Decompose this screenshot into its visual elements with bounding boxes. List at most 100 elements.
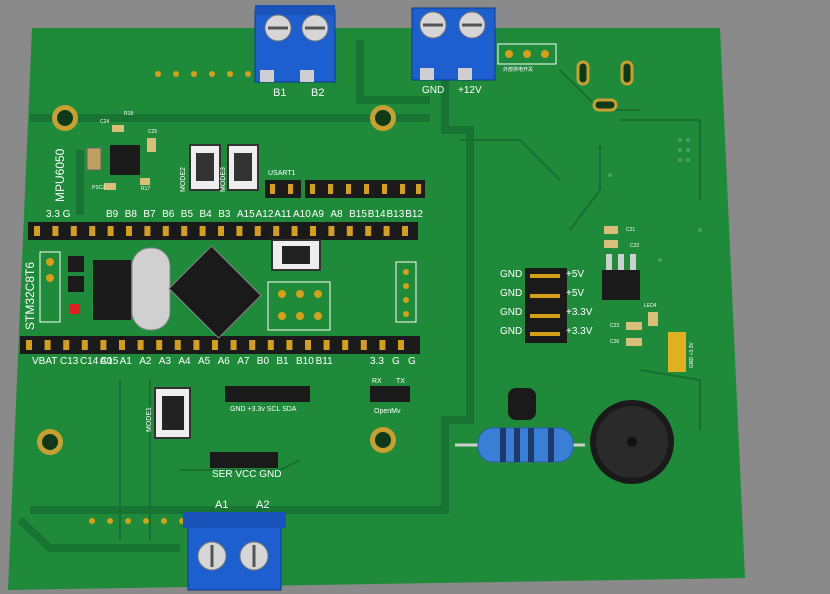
bottom-pin-label: A3: [158, 356, 172, 367]
bottom-pin-label: C13: [60, 356, 79, 367]
top-pin-label: B5: [180, 209, 194, 220]
power-gnd-label: GND: [500, 307, 523, 318]
ext-power-label: 外部供电开关: [503, 67, 534, 73]
bottom-pin-label: A5: [198, 356, 211, 367]
header-pin: [212, 340, 218, 350]
mode2-label: MODE2: [180, 167, 187, 192]
mode1-label: MODE1: [146, 407, 153, 432]
bottom-pin-label: A0: [100, 356, 113, 367]
header-pin: [52, 226, 59, 236]
top-pin-label: A12: [255, 209, 274, 220]
header-pin: [89, 226, 96, 236]
header-pin: [360, 340, 367, 350]
header-pin: [199, 226, 206, 236]
top-pin-label: A15: [236, 209, 255, 220]
header-pin: [286, 340, 293, 350]
bottom-pin-label: G: [392, 356, 400, 367]
bottom-pin-label: VBAT: [32, 356, 58, 367]
terminal-label-12v: +12V: [458, 85, 482, 96]
led4-label: LED4: [644, 303, 657, 309]
vias: [608, 138, 702, 262]
power-voltage-label: +5V: [566, 269, 585, 280]
cap-c22: C22: [630, 243, 640, 249]
header-pin: [398, 340, 404, 350]
terminal-label-gnd: GND: [422, 85, 445, 96]
mode3-label: MODE3: [220, 167, 227, 192]
header-pin: [34, 226, 40, 236]
power-voltage-label: +3.3V: [566, 307, 593, 318]
power-gnd-label: GND: [500, 288, 523, 299]
res-r18: R18: [124, 111, 134, 117]
usart1-label: USART1: [268, 170, 296, 177]
header-pin: [383, 226, 390, 236]
header-pin: [402, 226, 408, 236]
header-pin: [218, 226, 224, 236]
cap-c21: C21: [626, 227, 636, 233]
openmv-tx-label: TX: [396, 378, 405, 385]
right-edge-label: GND +3.3V: [689, 342, 695, 368]
bottom-pin-label: A1: [119, 356, 132, 367]
bottom-pin-label: A2: [139, 356, 152, 367]
header-pin: [107, 226, 114, 236]
top-pin-label: A11: [274, 209, 292, 220]
terminal-label-a2: A2: [256, 499, 270, 511]
header-pin: [230, 340, 237, 350]
terminal-label-a1: A1: [215, 499, 229, 511]
mpu6050-label: MPU6050: [53, 148, 67, 202]
header-pin: [249, 340, 256, 350]
power-voltage-label: +5V: [566, 288, 585, 299]
mounting-holes: [37, 105, 396, 455]
top-pin-label: B8: [124, 209, 137, 220]
header-pin: [162, 226, 169, 236]
header-pin: [70, 226, 77, 236]
top-pin-label: B3: [218, 209, 231, 220]
bottom-pin-label: C14: [80, 356, 99, 367]
copper-traces: [17, 40, 474, 552]
header-pin: [119, 340, 125, 350]
header-3v3-g-label: 3.3 G: [46, 209, 71, 220]
top-pin-label: B6: [162, 209, 175, 220]
header-pin: [144, 226, 151, 236]
header-pin: [310, 226, 316, 236]
bottom-pin-label: G: [408, 356, 416, 367]
terminal-power: [411, 7, 496, 81]
top-pin-label: B15: [349, 209, 367, 220]
header-pin: [254, 226, 261, 236]
terminal-label-b1: B1: [273, 87, 287, 99]
bottom-pin-label: B11: [315, 356, 333, 367]
top-pin-label: B13: [386, 209, 405, 220]
header-pin: [100, 340, 107, 350]
cap-c24: C24: [100, 119, 110, 125]
header-pin: [273, 226, 280, 236]
top-pin-label: B4: [199, 209, 212, 220]
header-pin: [323, 340, 330, 350]
top-pin-label: A10: [293, 209, 311, 220]
header-pin: [26, 340, 32, 350]
power-gnd-label: GND: [500, 326, 523, 337]
openmv-rx-label: RX: [372, 378, 382, 385]
power-gnd-label: GND: [500, 269, 523, 280]
bottom-pin-label: B0: [256, 356, 270, 367]
top-pin-label: B7: [143, 209, 156, 220]
bottom-pads: [89, 518, 185, 524]
cap-c26: C26: [610, 339, 620, 345]
terminal-label-b2: B2: [311, 87, 325, 99]
cap-c25: C25: [148, 129, 158, 135]
header-pin: [156, 340, 163, 350]
header-pin: [291, 226, 298, 236]
stm32-label: STM32C8T6: [23, 261, 37, 330]
header-pin: [193, 340, 200, 350]
header-pin: [379, 340, 386, 350]
header-pin: [63, 340, 70, 350]
bottom-pin-label: B1: [276, 356, 289, 367]
header-pin: [346, 226, 353, 236]
bottom-pin-label: A4: [178, 356, 191, 367]
bottom-pin-label: A6: [217, 356, 230, 367]
header-pin: [181, 226, 188, 236]
top-pin-label: A8: [330, 209, 343, 220]
top-pin-label: B14: [367, 209, 386, 220]
header-pin: [126, 226, 132, 236]
terminal-b: [254, 5, 336, 83]
